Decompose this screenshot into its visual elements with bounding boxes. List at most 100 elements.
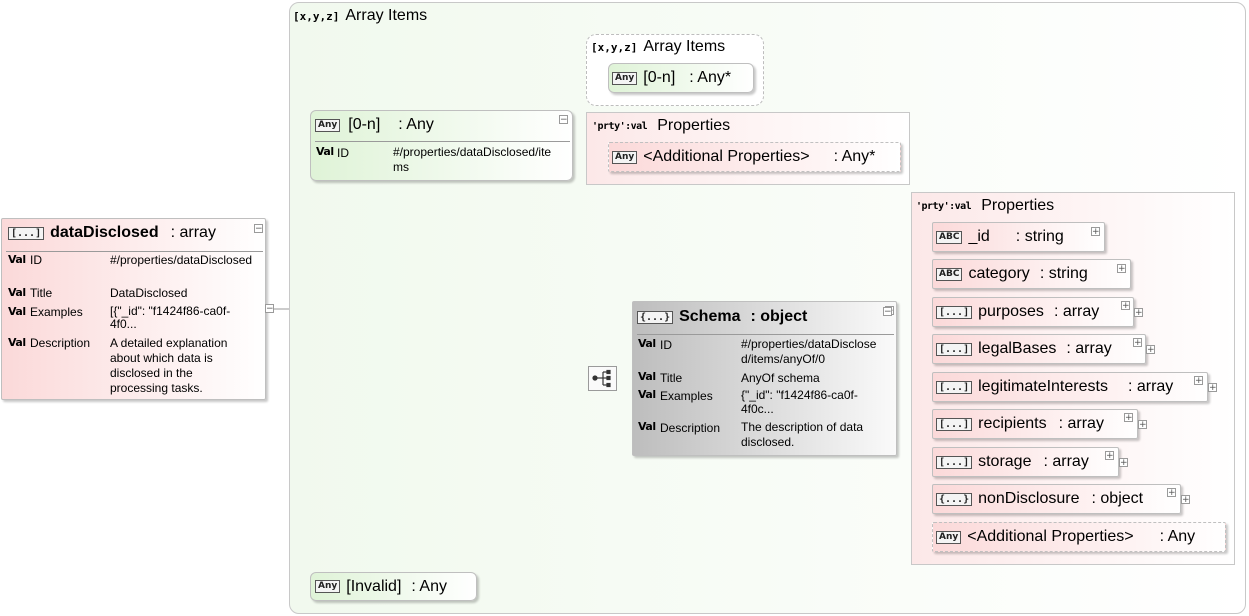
additional-properties-node[interactable]: Any <Additional Properties> : Any* [608,142,901,172]
properties-title: Properties [657,117,731,134]
array-icon: [...] [936,417,973,431]
collapse-icon[interactable]: + [1133,338,1142,348]
val-badge: Val [8,336,26,349]
items-node-header: Any [0-n] : Any [315,116,434,134]
inner-items-type: : Any* [689,69,732,86]
root-header: [...] dataDisclosed : array [8,223,216,243]
schema-examples-key: Examples [660,389,713,403]
property-nonDisclosure[interactable]: {...}nonDisclosure: object + [932,484,1181,514]
array-items-group-header: [x,y,z] Array Items [293,7,427,25]
expand-icon[interactable]: + [1208,383,1217,393]
property-recipients[interactable]: [...] recipients : array + [932,409,1138,439]
collapse-icon[interactable]: + [1124,413,1133,423]
items-separator [315,141,570,142]
expand-icon[interactable]: + [1181,495,1190,505]
schema-name: Schema [679,308,741,325]
schema-id-value: #/properties/dataDisclosed/items/anyOf/0 [741,337,877,366]
property-name: legalBases [978,340,1057,357]
val-badge: Val [638,337,656,350]
schema-type: : object [750,308,808,325]
invalid-node-name: [Invalid] [346,577,402,595]
property-category[interactable]: ABC category : string + [932,259,1131,289]
property-type: : string [1015,228,1064,245]
expand-icon[interactable]: + [1138,420,1147,430]
val-badge: Val [8,286,26,299]
property-name: <Additional Properties> [967,528,1134,545]
collapse-icon[interactable]: + [1105,451,1114,461]
root-title-key: Title [30,286,53,300]
schema-header: {...} Schema : object [637,307,807,327]
property-purposes[interactable]: [...] purposes : array + [932,297,1134,327]
property-name: _id [968,228,990,245]
property-name: recipients [978,415,1047,432]
property-additional-properties[interactable]: Any <Additional Properties> : Any [932,522,1226,552]
object-icon: {...} [637,310,674,324]
schema-description-key: Description [660,421,721,435]
any-icon: Any [936,530,962,544]
property-id[interactable]: ABC _id : string + [932,222,1105,252]
val-badge: Val [8,305,26,318]
choice-connector-icon[interactable] [588,366,617,391]
root-examples-key: Examples [30,305,83,319]
collapse-icon[interactable]: − [254,224,263,234]
expand-icon[interactable]: + [1091,227,1100,237]
schema-node[interactable]: {...} Schema : object − Val ID #/propert… [632,301,897,456]
properties-small-header: 'prty':val Properties [592,117,730,135]
collapse-icon[interactable]: + [1194,376,1203,386]
properties-schema-header: 'prty':val Properties [916,197,1054,215]
inner-items-header: Any [0-n] : Any* [612,64,731,92]
array-icon: [...] [936,305,973,319]
collapse-icon[interactable]: − [265,304,274,314]
expand-icon[interactable]: + [1134,308,1143,318]
collapse-icon[interactable]: − [559,115,568,125]
root-id-value: #/properties/dataDisclosed [110,253,253,267]
expand-icon[interactable]: + [1119,458,1128,468]
schema-title-value: AnyOf schema [741,371,820,385]
properties-title: Properties [981,197,1055,214]
schema-title-key: Title [660,371,683,385]
property-type: : array [1053,303,1100,320]
invalid-node-header: Any [Invalid] : Any [315,573,447,600]
property-storage[interactable]: [...]storage: array + [932,447,1119,477]
property-type: : array [1058,415,1104,432]
inner-items-node[interactable]: Any [0-n] : Any* [608,63,754,93]
val-badge: Val [638,370,656,383]
property-type: : Any [1159,528,1196,545]
property-name: purposes [978,303,1044,320]
additional-properties-name: <Additional Properties> [643,148,810,165]
root-description-value: A detailed explanation about which data … [110,336,228,395]
expand-icon[interactable]: + [1117,264,1126,274]
root-name: dataDisclosed [50,224,159,241]
property-type: : string [1039,265,1088,282]
property-type: : object [1091,490,1144,507]
invalid-node[interactable]: Any [Invalid] : Any [310,572,477,601]
expand-icon[interactable]: + [1146,345,1155,355]
additional-properties-header: Any <Additional Properties> : Any* [612,143,875,171]
array-items-title: Array Items [345,7,428,24]
any-icon: Any [315,118,341,132]
root-id-key: ID [30,253,42,267]
schema-separator [637,334,894,335]
string-icon: ABC [936,267,963,281]
property-name: legitimateInterests [978,378,1108,395]
array-icon: [...] [936,380,973,394]
any-icon: Any [612,71,638,85]
collapse-icon[interactable]: + [1167,488,1176,498]
string-icon: ABC [936,230,963,244]
inner-array-items-header: [x,y,z] Array Items [591,38,725,56]
items-node[interactable]: Any [0-n] : Any − Val ID #/properties/da… [310,110,573,181]
root-title-value: DataDisclosed [110,286,188,300]
property-legalBases[interactable]: [...]legalBases: array + [932,334,1146,364]
array-icon: [...] [936,455,973,469]
collapse-icon[interactable]: + [1121,301,1130,311]
property-name: category [968,265,1030,282]
property-legitimateInterests[interactable]: [...] legitimateInterests : array + [932,372,1208,402]
items-node-type: : Any [398,116,434,133]
root-node-dataDisclosed[interactable]: [...] dataDisclosed : array − Val ID #/p… [1,218,266,400]
val-badge: Val [638,388,656,401]
property-name: nonDisclosure [978,490,1080,507]
schema-id-key: ID [660,338,672,352]
collapse-icon[interactable]: − [883,307,892,317]
property-type: : array [1127,378,1174,395]
root-type: : array [170,224,216,241]
